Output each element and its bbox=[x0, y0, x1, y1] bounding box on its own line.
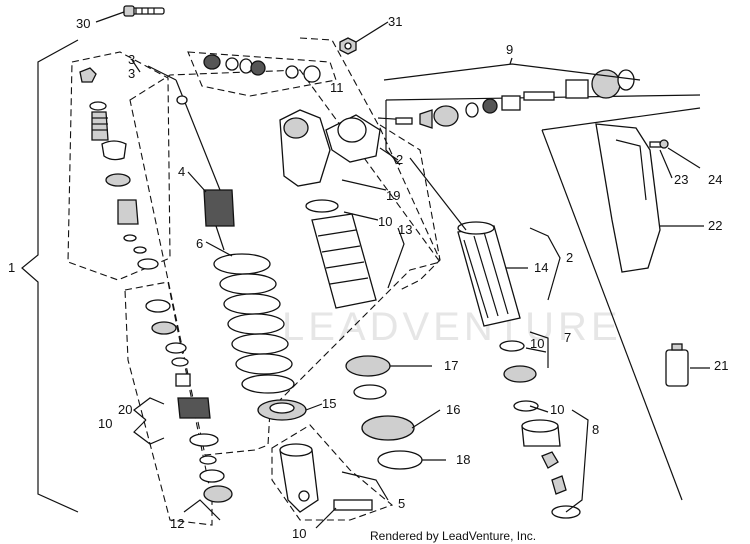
part-31-nut bbox=[339, 37, 357, 55]
part-30-bolt bbox=[123, 5, 165, 17]
callout-14: 14 bbox=[534, 260, 548, 275]
watermark: LEADVENTURE bbox=[282, 305, 622, 349]
callout-10d: 10 bbox=[550, 402, 564, 417]
part-7-8-right-stack bbox=[499, 340, 581, 519]
callout-23: 23 bbox=[674, 172, 688, 187]
callout-8: 8 bbox=[592, 422, 599, 437]
callout-1: 1 bbox=[8, 260, 15, 275]
callout-3: 3 bbox=[128, 52, 135, 67]
callout-6: 6 bbox=[196, 236, 203, 251]
callout-10c: 10 bbox=[98, 416, 112, 431]
callout-5: 5 bbox=[398, 496, 405, 511]
part-upper-bushings bbox=[203, 54, 321, 83]
part-22-mud-guard bbox=[595, 123, 661, 273]
group-outlines bbox=[67, 37, 441, 526]
callout-4: 4 bbox=[178, 164, 185, 179]
callout-21: 21 bbox=[714, 358, 728, 373]
callout-17: 17 bbox=[444, 358, 458, 373]
part-14-reservoir-cylinder bbox=[457, 221, 521, 327]
part-rebound-stack bbox=[79, 67, 159, 270]
render-credit: Rendered by LeadVenture, Inc. bbox=[370, 529, 536, 543]
leader-lines bbox=[95, 11, 710, 529]
part-shock-top-mount bbox=[279, 109, 381, 187]
part-6-coil-spring bbox=[213, 253, 295, 394]
callout-3b: 3 bbox=[128, 66, 135, 81]
callout-2a: 2 bbox=[396, 152, 403, 167]
part-21-oil-bottle bbox=[665, 343, 689, 387]
callout-labels: 30 31 9 3 3 11 4 2 19 10 13 6 1 2 14 23 … bbox=[8, 14, 728, 541]
callout-18: 18 bbox=[456, 452, 470, 467]
part-5-lower-clevis bbox=[279, 443, 373, 513]
callout-19: 19 bbox=[386, 188, 400, 203]
callout-13: 13 bbox=[398, 222, 412, 237]
callout-30: 30 bbox=[76, 16, 90, 31]
part-13-reservoir bbox=[305, 199, 377, 309]
part-4-bump-stop bbox=[203, 189, 235, 251]
callout-12: 12 bbox=[170, 516, 184, 531]
callout-10e: 10 bbox=[292, 526, 306, 541]
callout-9: 9 bbox=[506, 42, 513, 57]
callout-31: 31 bbox=[388, 14, 402, 29]
part-15-spring-seat bbox=[257, 399, 307, 421]
callout-7: 7 bbox=[564, 330, 571, 345]
callout-11: 11 bbox=[330, 80, 344, 95]
callout-16: 16 bbox=[446, 402, 460, 417]
part-23-24-fasteners bbox=[649, 139, 669, 149]
part-rings-16-17-18 bbox=[345, 355, 423, 470]
callout-22: 22 bbox=[708, 218, 722, 233]
part-20-piston-parts bbox=[145, 299, 233, 503]
callout-20: 20 bbox=[118, 402, 132, 417]
part-3-piston-rod bbox=[175, 79, 221, 191]
callout-2b: 2 bbox=[566, 250, 573, 265]
callout-15: 15 bbox=[322, 396, 336, 411]
callout-10b: 10 bbox=[530, 336, 544, 351]
callout-10a: 10 bbox=[378, 214, 392, 229]
callout-24: 24 bbox=[708, 172, 722, 187]
